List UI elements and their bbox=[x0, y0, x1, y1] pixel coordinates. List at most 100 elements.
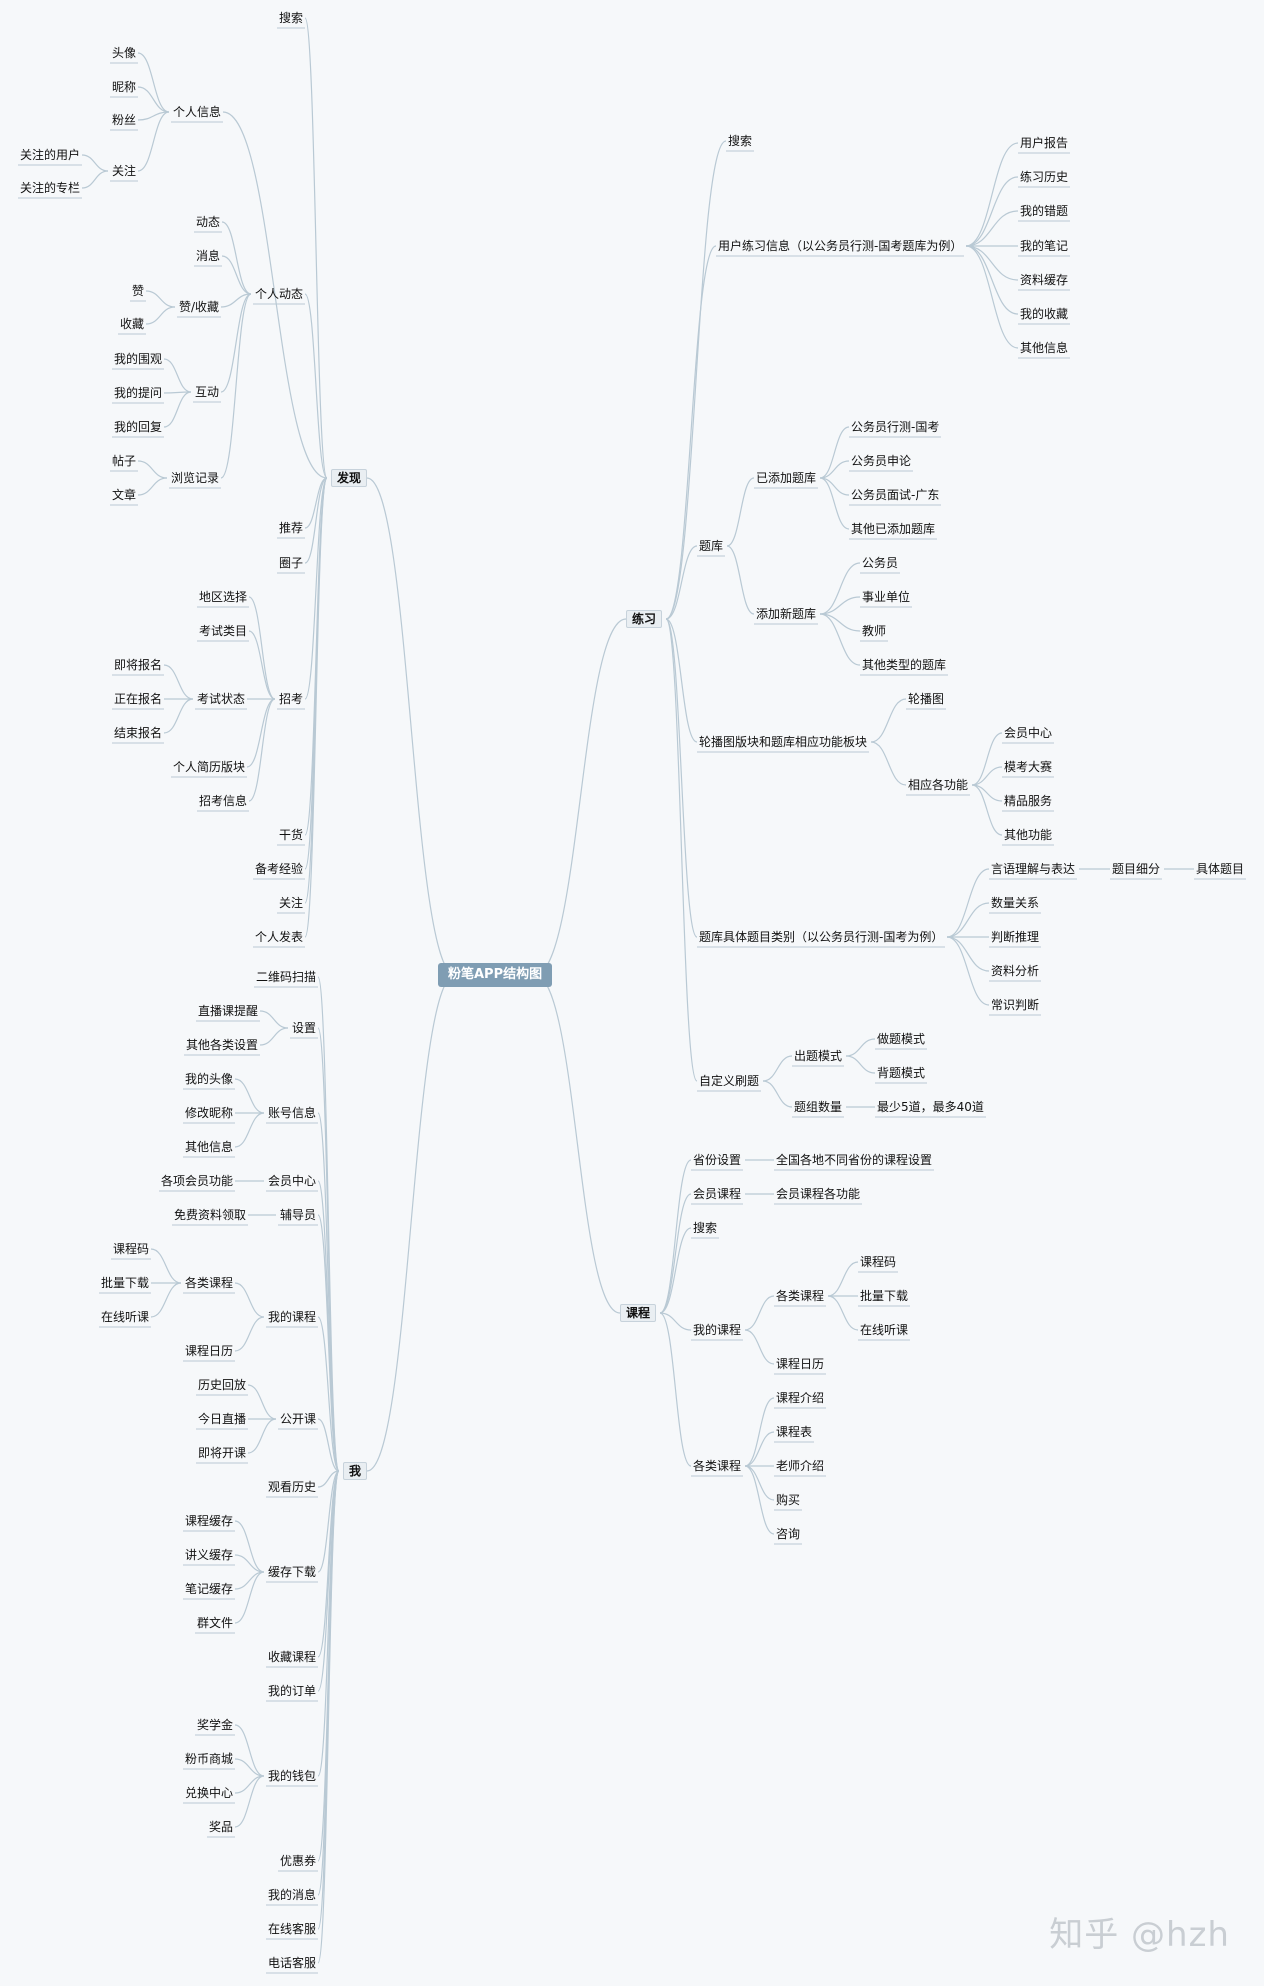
topic-node: 搜索 bbox=[693, 1221, 718, 1235]
topic-node: 即将开课 bbox=[198, 1446, 247, 1460]
connector-line bbox=[827, 1295, 859, 1331]
connector-line bbox=[870, 741, 907, 786]
topic-node: 课程码 bbox=[113, 1242, 150, 1256]
topic-node: 添加新题库 bbox=[756, 607, 817, 621]
topic-node: 免费资料领取 bbox=[174, 1208, 247, 1222]
topic-node: 在线听课 bbox=[101, 1310, 150, 1324]
connector-line bbox=[317, 1470, 340, 1964]
topic-node: 观看历史 bbox=[268, 1480, 317, 1494]
connector-line bbox=[971, 732, 1003, 786]
topic-node: 课程介绍 bbox=[776, 1391, 825, 1405]
topic-node: 批量下载 bbox=[101, 1276, 150, 1290]
topic-node: 缓存下载 bbox=[268, 1565, 317, 1579]
connector-line bbox=[971, 766, 1003, 786]
topic-node: 已添加题库 bbox=[756, 471, 817, 485]
topic-node: 搜索 bbox=[728, 134, 753, 148]
topic-node: 购买 bbox=[776, 1493, 801, 1507]
connector-line bbox=[234, 1571, 265, 1624]
topic-node: 公务员申论 bbox=[851, 454, 912, 468]
topic-node: 其他功能 bbox=[1004, 828, 1053, 842]
topic-node: 数量关系 bbox=[991, 896, 1040, 910]
connector-line bbox=[317, 1112, 340, 1472]
connector-line bbox=[137, 111, 170, 121]
connector-line bbox=[234, 1520, 265, 1573]
connector-line bbox=[248, 698, 276, 802]
connector-line bbox=[234, 1724, 265, 1777]
topic-node: 题组数量 bbox=[794, 1100, 843, 1114]
topic-node: 公开课 bbox=[280, 1412, 317, 1426]
topic-node: 昵称 bbox=[112, 80, 137, 94]
connector-line bbox=[965, 142, 1019, 247]
topic-node: 兑换中心 bbox=[185, 1786, 234, 1800]
topic-node: 我的笔记 bbox=[1020, 239, 1069, 253]
topic-node: 背题模式 bbox=[877, 1066, 926, 1080]
topic-node: 直播课提醒 bbox=[198, 1004, 259, 1018]
topic-node: 帖子 bbox=[112, 454, 137, 468]
connector-line bbox=[247, 1418, 277, 1454]
connector-line bbox=[534, 974, 621, 1314]
topic-node: 题目细分 bbox=[1112, 862, 1161, 876]
connector-line bbox=[81, 170, 109, 189]
connector-line bbox=[222, 111, 328, 479]
connector-line bbox=[304, 477, 328, 564]
connector-line bbox=[220, 293, 252, 479]
topic-node: 奖品 bbox=[209, 1820, 234, 1834]
topic-node: 会员中心 bbox=[268, 1174, 317, 1188]
connector-line bbox=[946, 902, 990, 938]
topic-node: 优惠券 bbox=[280, 1854, 317, 1868]
topic-node: 最少5道，最多40道 bbox=[877, 1100, 984, 1114]
topic-node: 我的围观 bbox=[114, 352, 163, 366]
connector-line bbox=[366, 477, 456, 976]
connector-line bbox=[317, 1027, 340, 1472]
connector-line bbox=[659, 1159, 692, 1314]
connector-line bbox=[137, 460, 168, 479]
connector-line bbox=[246, 698, 276, 768]
connector-line bbox=[726, 477, 755, 547]
topic-node: 公务员面试-广东 bbox=[851, 488, 940, 502]
topic-node: 结束报名 bbox=[114, 726, 163, 740]
topic-node: 教师 bbox=[862, 624, 887, 638]
topic-node: 会员课程各功能 bbox=[776, 1187, 861, 1201]
connector-line bbox=[234, 1316, 265, 1352]
topic-node: 公务员行测-国考 bbox=[851, 420, 940, 434]
topic-node: 相应各功能 bbox=[908, 778, 969, 792]
topic-node: 在线听课 bbox=[860, 1323, 909, 1337]
connector-line bbox=[150, 1282, 182, 1318]
topic-node: 我的订单 bbox=[268, 1684, 317, 1698]
topic-node: 课程缓存 bbox=[185, 1514, 234, 1528]
topic-node: 我的提问 bbox=[114, 386, 163, 400]
topic-node: 关注的用户 bbox=[20, 148, 81, 162]
topic-node: 笔记缓存 bbox=[185, 1582, 234, 1596]
connector-line bbox=[870, 698, 907, 743]
connector-line bbox=[659, 1312, 692, 1467]
topic-node: 群文件 bbox=[197, 1616, 234, 1630]
topic-node: 讲义缓存 bbox=[185, 1548, 234, 1562]
connector-line bbox=[234, 1078, 265, 1114]
topic-node: 做题模式 bbox=[877, 1032, 926, 1046]
topic-node: 其他已添加题库 bbox=[851, 522, 936, 536]
connector-line bbox=[145, 306, 176, 325]
topic-node: 言语理解与表达 bbox=[991, 862, 1076, 876]
topic-node: 我的消息 bbox=[268, 1888, 317, 1902]
connector-line bbox=[965, 210, 1019, 247]
topic-node: 我的钱包 bbox=[268, 1769, 317, 1783]
topic-node: 各类课程 bbox=[693, 1459, 742, 1473]
connector-line bbox=[317, 1470, 340, 1573]
topic-node: 出题模式 bbox=[794, 1049, 843, 1063]
topic-node: 招考 bbox=[279, 692, 304, 706]
connector-line bbox=[965, 176, 1019, 247]
connector-line bbox=[965, 245, 1019, 315]
connector-line bbox=[304, 477, 328, 938]
connector-line bbox=[971, 784, 1003, 836]
connector-line bbox=[317, 1316, 340, 1472]
connector-line bbox=[366, 974, 456, 1472]
connector-line bbox=[259, 1010, 289, 1029]
topic-node: 自定义刷题 bbox=[699, 1074, 760, 1088]
connector-line bbox=[665, 618, 698, 743]
topic-node: 我的课程 bbox=[693, 1323, 742, 1337]
topic-node: 赞/收藏 bbox=[179, 300, 220, 314]
topic-node: 个人发表 bbox=[255, 930, 304, 944]
connector-line bbox=[163, 664, 194, 700]
connector-line bbox=[659, 1193, 692, 1314]
connector-line bbox=[726, 545, 755, 615]
